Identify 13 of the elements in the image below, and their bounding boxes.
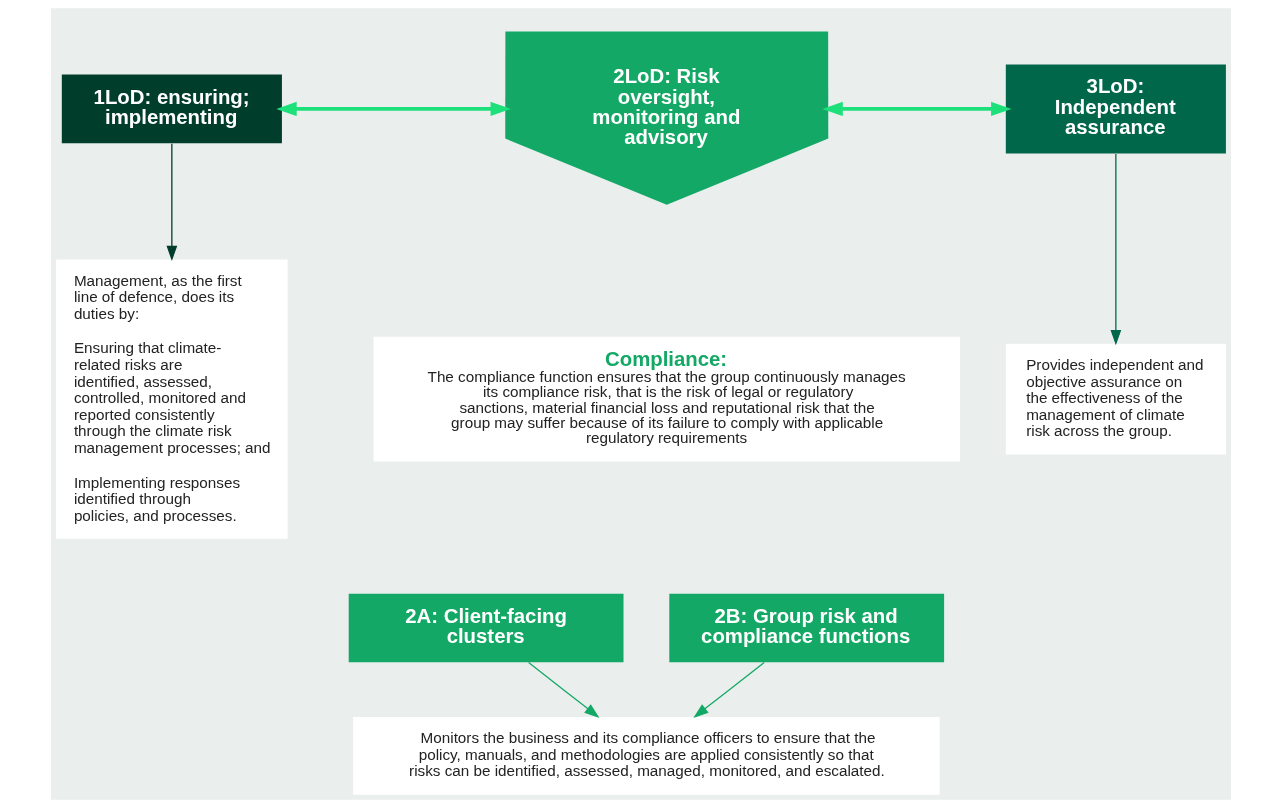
arrow <box>1110 153 1121 346</box>
node-box: 2A: Client-facing clusters <box>348 593 623 663</box>
node-box: Management, as the first line of defence, does its duties by: Ensuring that climate-related risks are identified, assessed, controlled, monitored and reported consistently through the climate risk management processes; and Implementing responses identified through policies, and processes. <box>55 259 288 539</box>
arrow <box>275 101 511 117</box>
node-box: 3LoD: Independent assurance <box>1005 64 1226 154</box>
node-box: Monitors the business and its compliance officers to ensure that the policy, manuals, and methodologies are applied consistently so that risks can be identified, assessed, managed, monitored, and escalated. <box>352 717 940 795</box>
node-box: 2B: Group risk and compliance functions <box>668 593 944 663</box>
node-box: 1LoD: ensuring; implementing <box>61 74 282 144</box>
node-box: Provides independent and objective assurance on the effectiveness of the management of climate risk across the group. <box>1005 343 1226 455</box>
arrow <box>821 101 1011 117</box>
arrow <box>166 143 177 262</box>
arrow <box>527 661 599 718</box>
arrow <box>692 661 765 718</box>
